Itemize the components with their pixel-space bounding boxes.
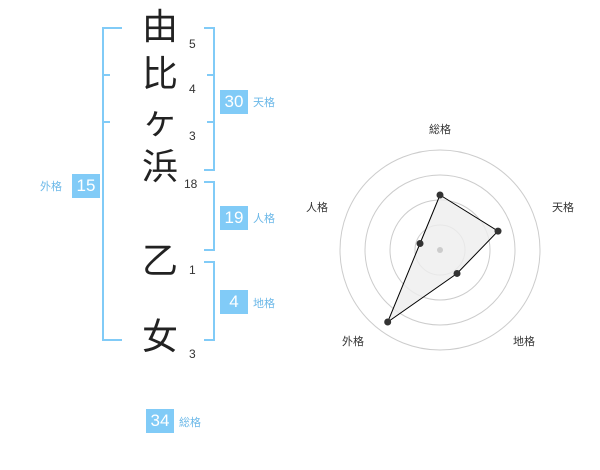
gaikaku-label: 外格 [40, 180, 62, 193]
stroke-count: 4 [189, 82, 196, 96]
radar-point [436, 191, 444, 199]
chikaku-value-box: 4 [220, 290, 248, 314]
radar-polygon [386, 194, 499, 324]
jinkaku-value-box: 19 [220, 206, 248, 230]
radar-axis-label-gaikaku: 外格 [342, 335, 364, 348]
soukaku-label: 総格 [179, 416, 201, 429]
chikaku-bracket [204, 261, 215, 341]
gaikaku-bracket [102, 27, 122, 341]
name-char: 由 [141, 7, 178, 48]
radar-point [494, 227, 502, 235]
name-char: 浜 [141, 147, 178, 188]
stroke-count: 5 [189, 37, 196, 51]
radar-axis-label-jinkaku: 人格 [306, 201, 328, 214]
radar-ring [339, 149, 541, 351]
radar-point [453, 269, 461, 277]
name-char: 比 [141, 54, 178, 95]
stroke-count: 18 [184, 177, 198, 191]
name-char: 女 [141, 317, 178, 358]
radar-point [384, 318, 392, 326]
stroke-count: 3 [189, 347, 196, 361]
radar-ring [364, 174, 516, 326]
soukaku-value-box: 34 [146, 409, 174, 433]
radar-shape [384, 191, 502, 326]
radar-axis-label-soukaku: 総格 [429, 123, 451, 136]
stroke-count: 3 [189, 129, 196, 143]
stroke-count: 1 [189, 263, 196, 277]
tenkaku-bracket [204, 27, 215, 171]
radar-axis-label-tenkaku: 天格 [552, 201, 574, 214]
name-char: ヶ [141, 101, 178, 142]
radar-point [416, 240, 424, 248]
name-char: 乙 [141, 241, 178, 282]
gaikaku-value-box: 15 [72, 174, 100, 198]
chikaku-label: 地格 [253, 297, 275, 310]
radar-axis-label-chikaku: 地格 [513, 335, 535, 348]
jinkaku-bracket [204, 181, 215, 251]
tenkaku-value-box: 30 [220, 90, 248, 114]
radar-center-point [437, 247, 443, 253]
tenkaku-label: 天格 [253, 96, 275, 109]
jinkaku-label: 人格 [253, 212, 275, 225]
